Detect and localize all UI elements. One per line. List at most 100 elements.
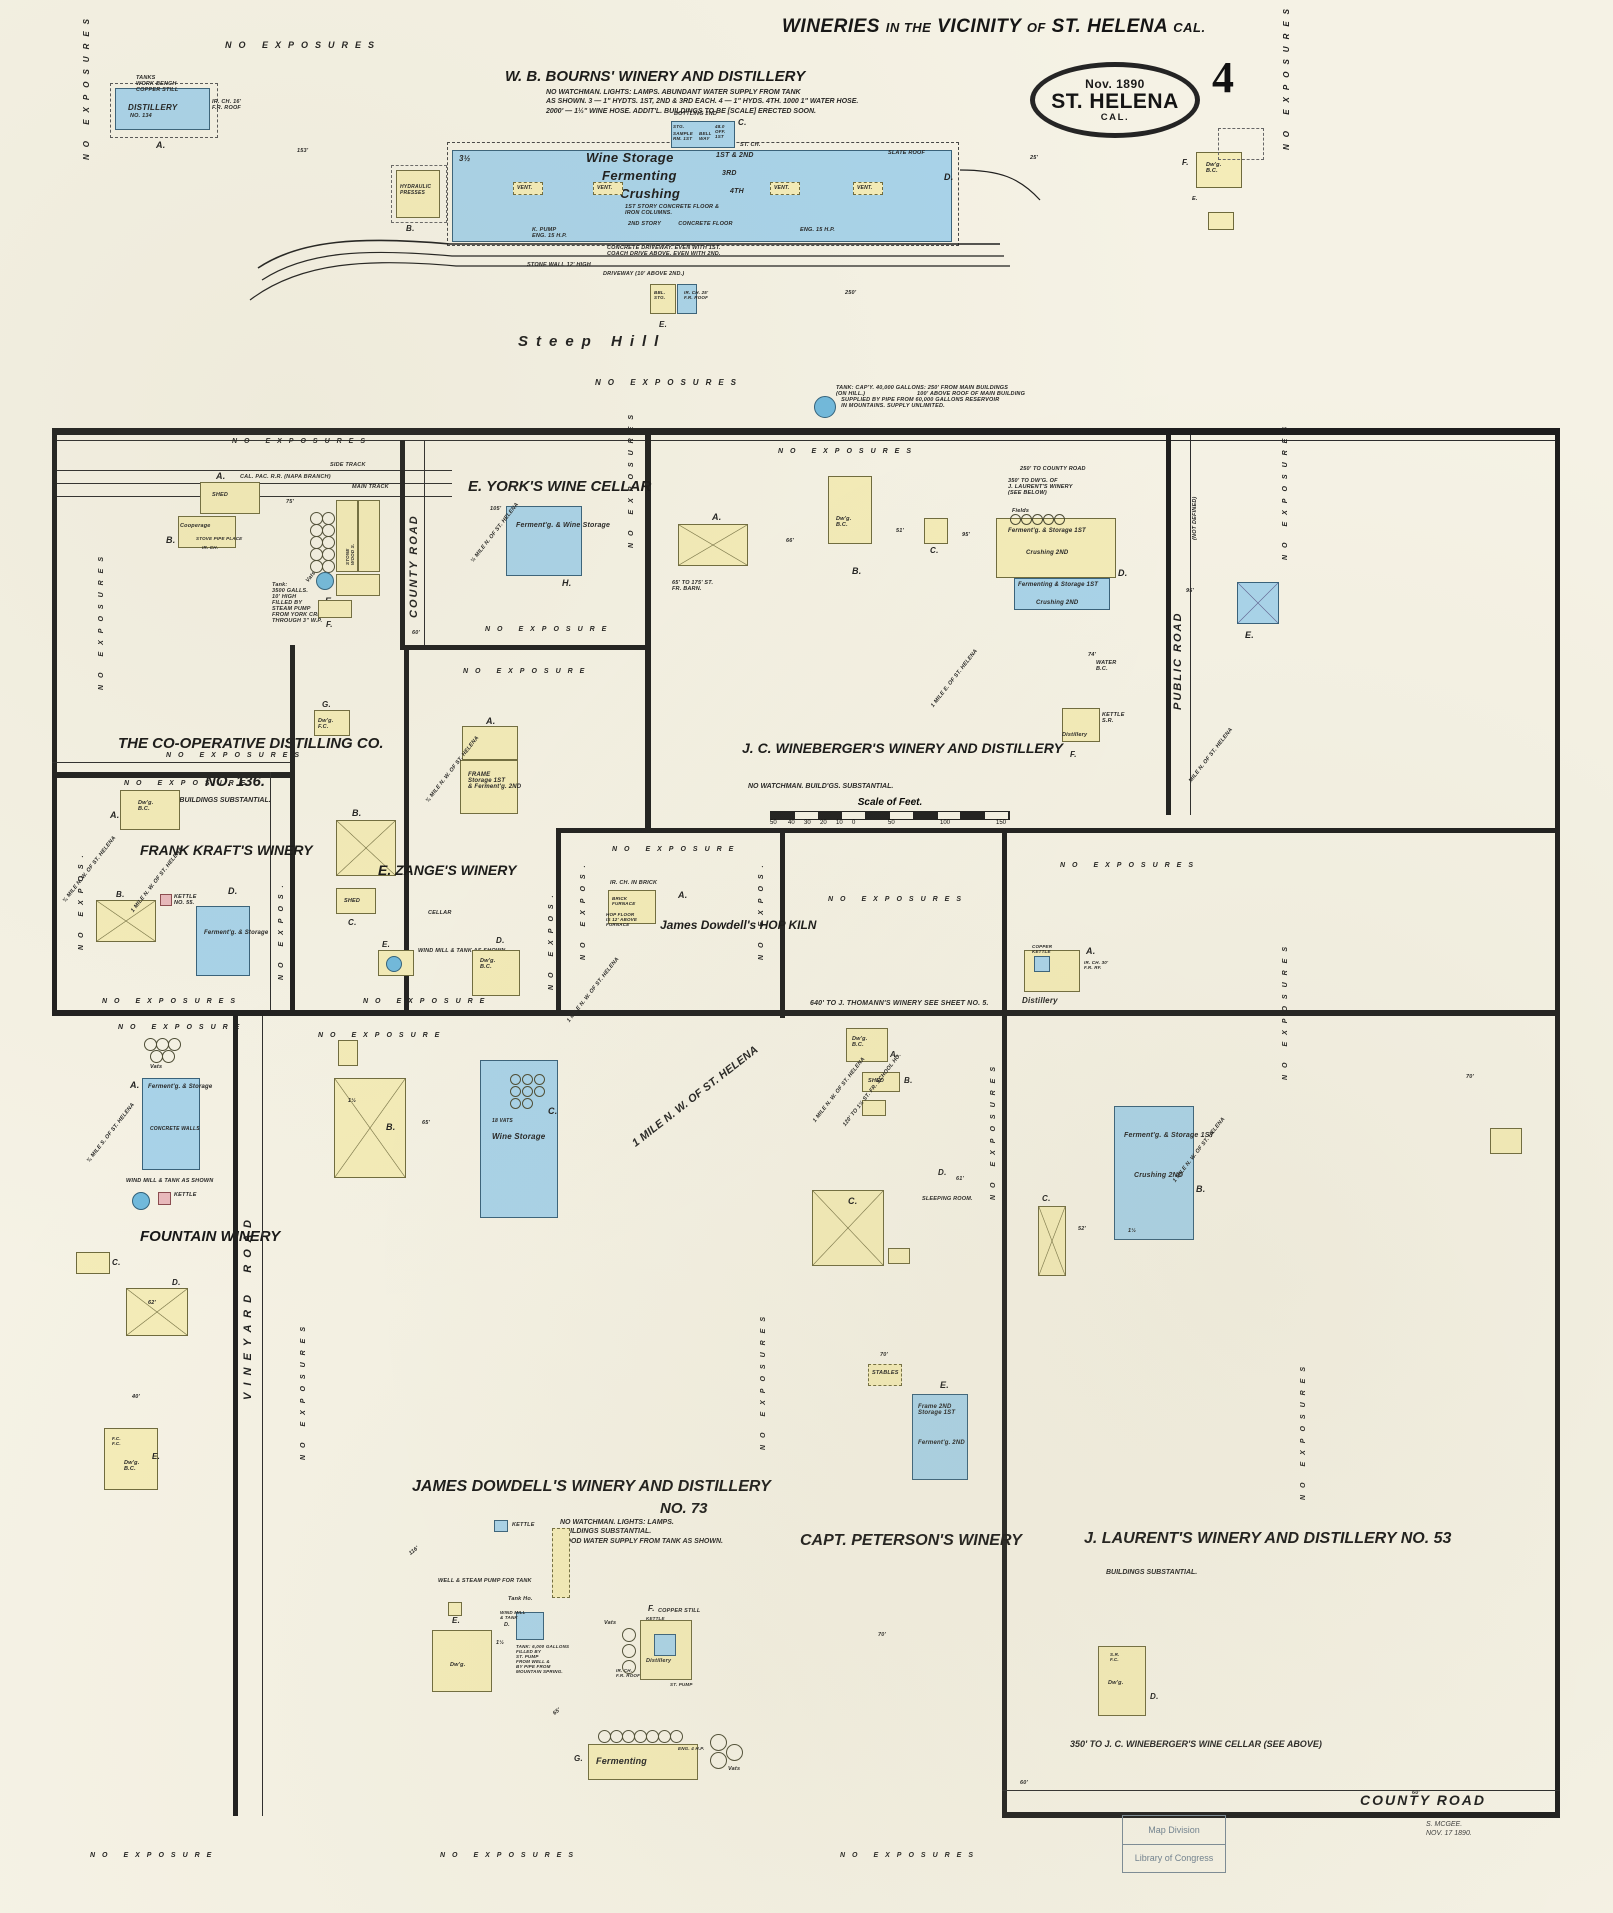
- bourns-fermenting-label: Fermenting: [602, 168, 677, 183]
- dowdell-direction-ref: 1 MILE N. W. OF ST. HELENA: [630, 1043, 761, 1150]
- wineberger-key-e: E.: [1245, 630, 1255, 640]
- scale-tick-6: 50: [888, 820, 895, 826]
- kraft-dwg-label: Dw'g. B.C.: [138, 800, 154, 812]
- bourns-notes: NO WATCHMAN. LIGHTS: LAMPS. ABUNDANT WAT…: [546, 89, 859, 115]
- zange-storage-label: FRAME Storage 1ST & Ferment'g. 2ND: [468, 772, 522, 790]
- street-band4-v0: [556, 828, 561, 1016]
- bourns-tank-note: TANK: CAP'Y. 40,000 GALLONS: 250' FROM M…: [836, 385, 1026, 409]
- bourns-driveway-note-2: DRIVEWAY (10' ABOVE 2ND.): [603, 271, 685, 277]
- wineberger-e-building: [1237, 582, 1279, 624]
- zange-key-a: A.: [486, 716, 496, 726]
- wineberger-distillery-building: [1062, 708, 1100, 742]
- no-exposure-york-below: NO EXPOSURE: [485, 626, 614, 633]
- vent-1-label: VENT.: [517, 185, 533, 191]
- bourns-bottling-sample: SAMPLE RM. 1ST: [673, 131, 693, 141]
- fountain-concrete-label: CONCRETE WALLS: [150, 1126, 200, 1132]
- kraft-title: FRANK KRAFT'S WINERY: [140, 842, 313, 858]
- wineberger-dwg-label: Dw'g. B.C.: [836, 516, 852, 528]
- wineberger-d-blue: [1014, 578, 1110, 610]
- no-exposures-b3: NO EXPOSURES: [166, 752, 307, 759]
- kraft-direction-ref: ¾ MILE N. W. OF ST. HELENA: [62, 835, 118, 904]
- bourns-hydraulic-building: [396, 170, 440, 218]
- fountain-c-building: [76, 1252, 110, 1274]
- bourns-dim-153: 153': [297, 148, 309, 154]
- county-road-label: COUNTY ROAD: [408, 514, 420, 618]
- loc-stamp-line2: Library of Congress: [1134, 1853, 1214, 1864]
- laurent-key-b: B.: [1196, 1184, 1206, 1194]
- scale-ticks: 50 40 30 20 10 0 50 100 150: [770, 820, 1010, 830]
- zange-title: E. ZANGE'S WINERY: [378, 862, 517, 878]
- scale-tick-7: 100: [940, 820, 951, 826]
- coop-stove-label: STOVE PIPE PLACE: [196, 536, 243, 541]
- dowdell-tankho-label: Tank Ho.: [508, 1596, 533, 1602]
- title-place: ST. HELENA: [1051, 16, 1168, 37]
- wineberger-water-label: WATER B.C.: [1096, 660, 1117, 672]
- laurent-ferment-building: [1114, 1106, 1194, 1240]
- street-band5-h: [52, 1010, 1560, 1016]
- dowdell-distillery-label: Distillery: [646, 1658, 672, 1664]
- no-exposures-b4c: NO EXPOSURES: [1060, 862, 1201, 869]
- wineberger-c-building: [924, 518, 948, 544]
- bourns-hydraulic-outline: [391, 165, 447, 223]
- no-exposure-b4: NO EXPOSURE: [612, 846, 741, 853]
- kraft-b-building: [96, 900, 156, 942]
- dowdell-well-icon: [448, 1602, 462, 1616]
- no-exposures-b5-r: NO EXPOSURES: [990, 1059, 997, 1200]
- seal-city: ST. HELENA: [1051, 90, 1179, 113]
- fountain-tank: [132, 1192, 150, 1210]
- hopkiln-key-a: A.: [678, 890, 688, 900]
- tr-dwg-building: [1196, 152, 1242, 188]
- scale-bar-graphic: [770, 811, 1010, 820]
- dowdell-key-b: B.: [386, 1122, 396, 1132]
- kraft-dwg-building: [120, 790, 180, 830]
- wineberger-note: NO WATCHMAN. BUILD'GS. SUBSTANTIAL.: [748, 783, 894, 790]
- hopkiln-building: [608, 890, 656, 924]
- fountain-key-c: C.: [112, 1258, 121, 1267]
- bourns-key-a: A.: [156, 140, 166, 150]
- scale-bar: Scale of Feet. 50 40 30 20 10 0 50 100 1…: [770, 797, 1010, 830]
- bourns-driveway-note: CONCRETE DRIVEWAY. EVEN WITH 1ST. COACH …: [607, 245, 721, 257]
- bourns-pump-2: ENG. 15 H.P.: [800, 227, 836, 233]
- vent-3-label: VENT.: [774, 185, 790, 191]
- bourns-distillery-label: DISTILLERY: [128, 103, 178, 112]
- york-dim-105: 105': [490, 506, 502, 512]
- bourns-bottling-office: 48.0 OFF. 1ST: [715, 124, 726, 139]
- wineberger-direction-ref: 1 MILE E. OF ST. HELENA: [930, 648, 980, 709]
- bourns-main-building: [452, 150, 952, 242]
- dowdell-key-c: C.: [548, 1106, 558, 1116]
- no-exposures-band-right: NO EXPOSURES: [778, 448, 919, 455]
- laurent-note: BUILDINGS SUBSTANTIAL.: [1106, 1569, 1198, 1576]
- street-band3-v1: [290, 645, 295, 1015]
- laurent-key-a: A.: [1086, 946, 1096, 956]
- coop-small-f: [318, 600, 352, 618]
- coop-dwg-label: Dw'g. F.C.: [318, 718, 334, 730]
- laurent-copper-kettle: [1034, 956, 1050, 972]
- fountain-vats-label: Vats: [150, 1064, 163, 1070]
- no-exposure-b5d: NO EXPOSURE: [318, 1032, 447, 1039]
- no-exposure-b5b: NO EXPOSURE: [363, 998, 492, 1005]
- dowdell-dwg-building: [432, 1630, 492, 1692]
- york-cellar-label: Ferment'g. & Wine Storage: [516, 522, 611, 529]
- dowdell-dwg-label: Dw'g.: [450, 1662, 466, 1668]
- scale-tick-5: 0: [852, 820, 856, 826]
- public-road-label: PUBLIC ROAD: [1172, 611, 1184, 710]
- coop-irch-label: IR. CH.: [202, 545, 219, 550]
- wineberger-dwg-building: [828, 476, 872, 544]
- bourns-distillery-number: NO. 134: [130, 113, 152, 119]
- tr-small-building: [1208, 212, 1234, 230]
- no-exposures-b5-m: NO EXPOSURES: [760, 1309, 767, 1450]
- sheet-number: 4: [1212, 53, 1234, 102]
- coop-tank: [316, 572, 334, 590]
- street-band4-v1: [780, 828, 785, 1018]
- no-exposures-public-right: NO EXPOSURES: [1282, 419, 1289, 560]
- no-exposure-b3b: NO EXPOSURE: [124, 780, 253, 787]
- bourns-water-tank: [814, 396, 836, 418]
- zange-key-d: D.: [496, 936, 505, 945]
- dowdell-dim-65: 65': [552, 1707, 563, 1717]
- tr-key-f: F.: [1182, 158, 1189, 167]
- dowdell-kettle-icon: [494, 1520, 508, 1532]
- kraft-kettle: [160, 894, 172, 906]
- fountain-direction-ref: ¾ MILE S. OF ST. HELENA: [86, 1102, 137, 1164]
- no-exposures-right-top: NO EXPOSURES: [1282, 1, 1291, 150]
- bourns-bbl-label: BBL. STG.: [654, 290, 666, 300]
